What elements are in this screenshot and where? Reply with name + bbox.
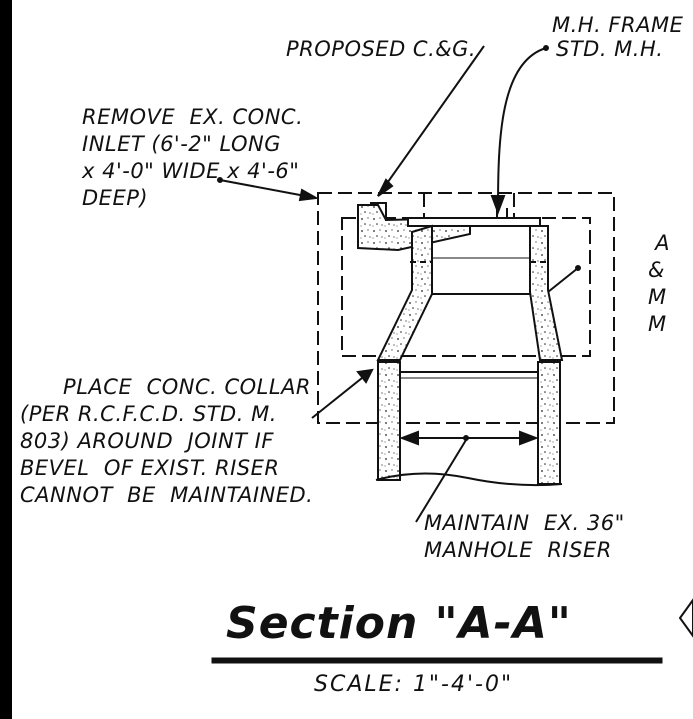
section-title: Section "A-A" xyxy=(226,598,572,649)
title-underline xyxy=(211,657,663,664)
manhole-frame xyxy=(407,208,541,227)
dimension-36in xyxy=(399,430,539,446)
conc-collar-note: PLACE CONC. COLLAR (PER R.C.F.C.D. STD. … xyxy=(20,375,314,507)
scale-label: SCALE: 1"-4'-0" xyxy=(314,672,514,697)
revision-triangle xyxy=(678,598,693,638)
proposed-cg-note: PROPOSED C.&G. xyxy=(286,37,477,61)
sheet-border-bar xyxy=(0,0,12,719)
leader-lines xyxy=(217,45,581,523)
remove-inlet-note: REMOVE EX. CONC. INLET (6'-2" LONG x 4'-… xyxy=(82,105,304,210)
std-mh-note: STD. M.H. xyxy=(556,37,664,61)
right-partial-note: A & M M xyxy=(648,231,671,336)
maintain-riser-note: MAINTAIN EX. 36" MANHOLE RISER xyxy=(424,511,625,562)
manhole-cone xyxy=(376,224,564,361)
manhole-riser xyxy=(375,361,563,487)
mh-frame-note: M.H. FRAME xyxy=(552,13,684,37)
